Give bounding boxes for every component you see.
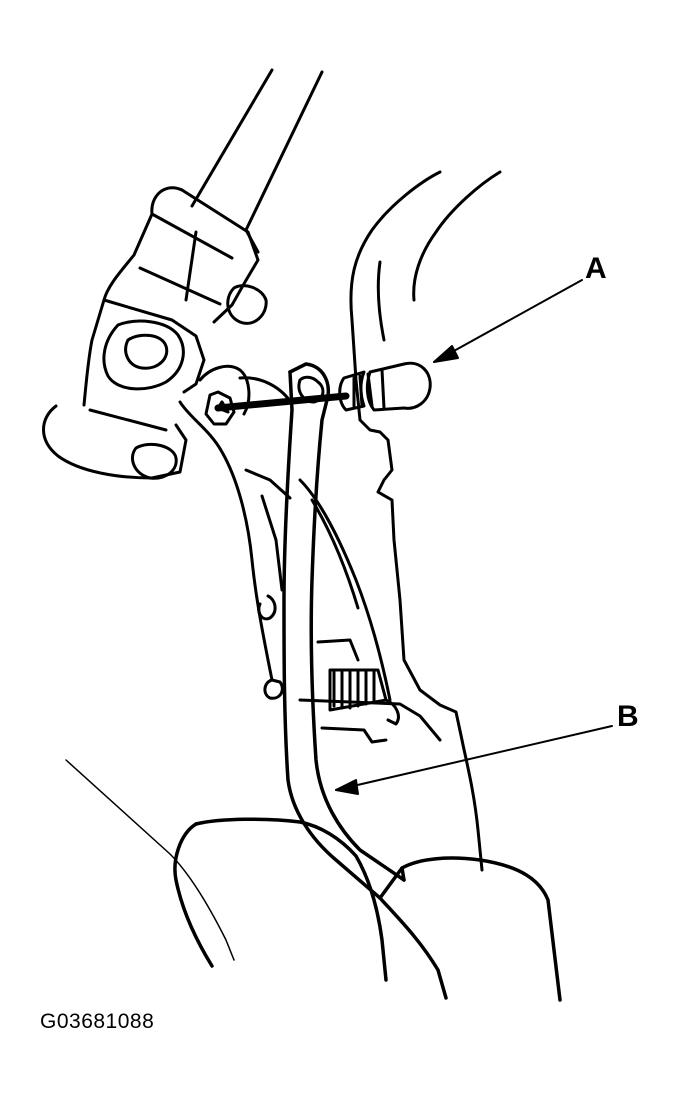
- figure-code: G03681088: [40, 1010, 155, 1033]
- brake-light-switch: [340, 363, 430, 410]
- steering-shaft: [192, 70, 322, 230]
- universal-joint: [44, 188, 267, 479]
- pedal-arm: [284, 364, 404, 898]
- leader-line-a: [434, 280, 582, 362]
- callout-label-a: A: [585, 252, 607, 285]
- floor-line: [66, 760, 234, 960]
- floor-mat: [175, 819, 386, 980]
- switch-rod: [218, 396, 346, 412]
- leader-line-b: [336, 726, 612, 794]
- dash-panel: [351, 172, 500, 870]
- return-spring: [300, 480, 440, 742]
- callout-label-b: B: [617, 700, 639, 733]
- pedal-pad: [380, 858, 560, 1000]
- mounting-bracket: [180, 366, 292, 698]
